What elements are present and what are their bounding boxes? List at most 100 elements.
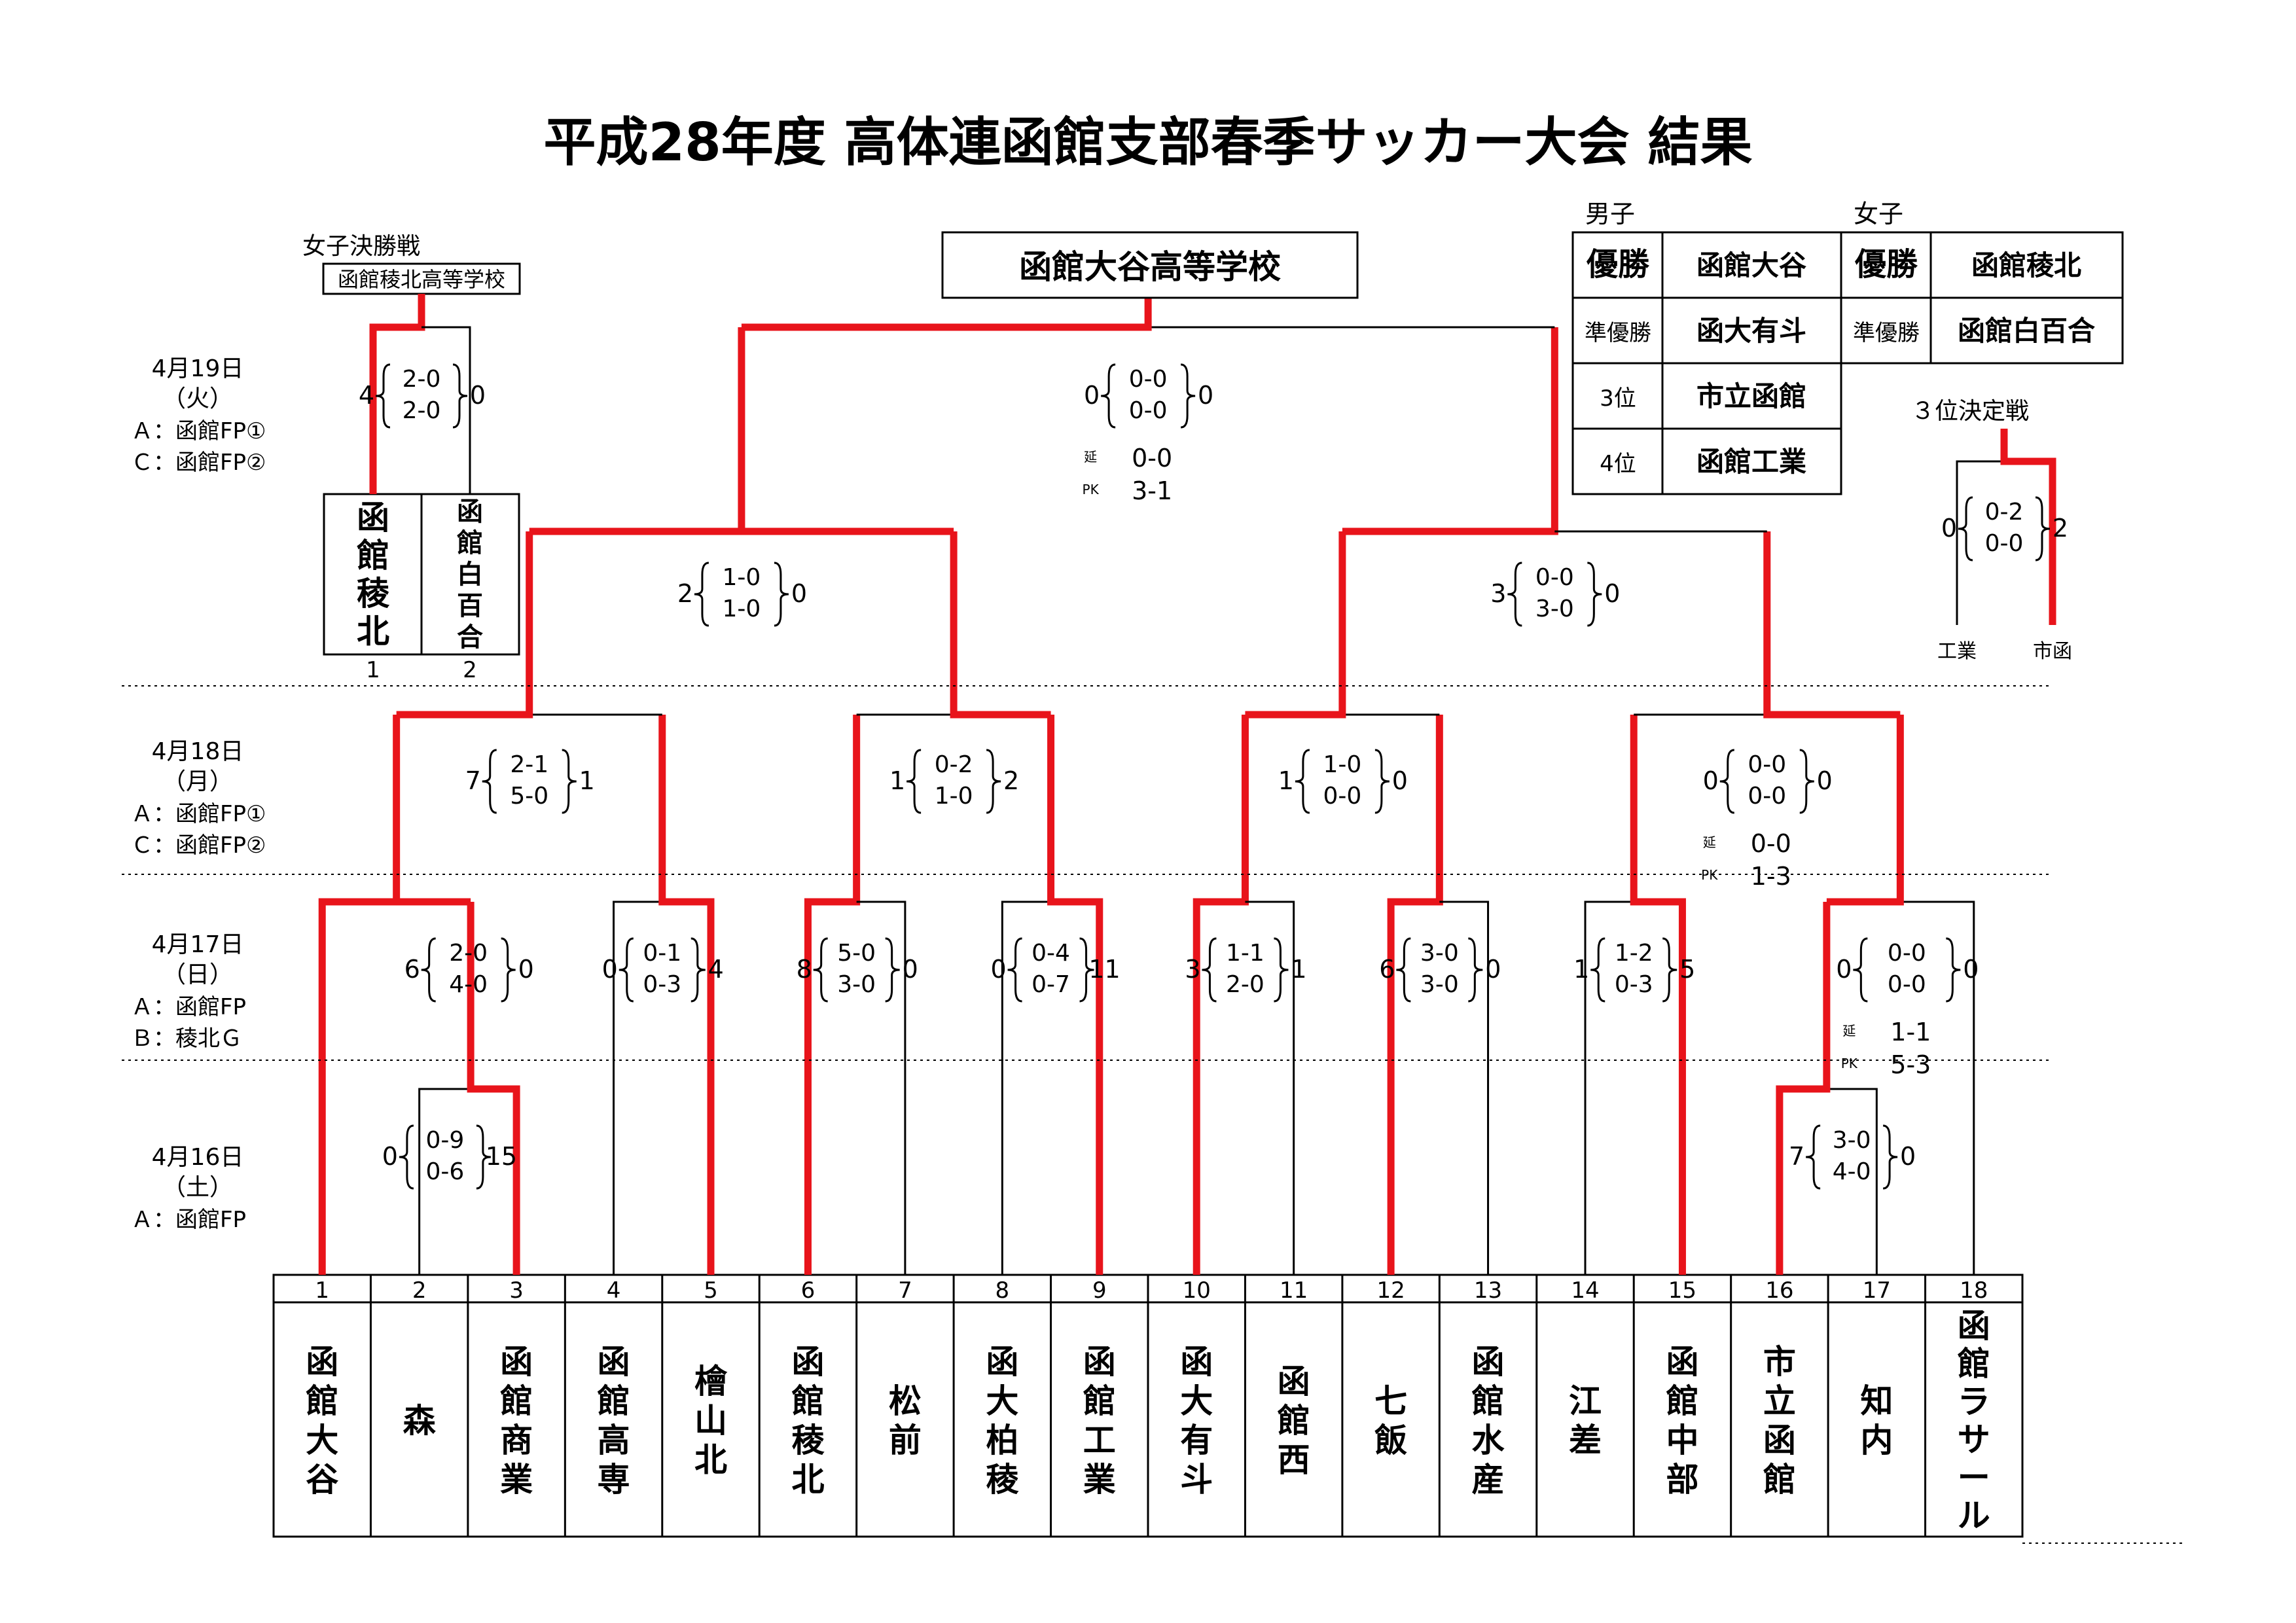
venue-label: Ａ：函館FP①: [131, 801, 266, 827]
match-qf-4-right-total: 0: [1817, 766, 1833, 795]
match-sf-1-left-brace: [694, 562, 709, 627]
match-r17-a-left-total: 6: [404, 955, 420, 984]
winner-line: [1387, 715, 1443, 1275]
match-r17-f-left-total: 6: [1379, 955, 1395, 984]
match-r16-16v17-left-total: 7: [1789, 1142, 1804, 1171]
match-final-half2: 0-0: [1129, 397, 1168, 424]
match-r17-h-pk: 5-3: [1890, 1050, 1931, 1079]
bracket-line: [856, 901, 906, 1275]
winner-line: [1047, 715, 1103, 1275]
match-r16-2v3-half1: 0-9: [425, 1127, 464, 1154]
winner-line: [1245, 531, 1346, 719]
match-sf-2-right-brace: [1587, 562, 1602, 627]
winner-line: [467, 902, 520, 1275]
champion-name: 函館大谷高等学校: [1019, 248, 1281, 286]
team-number: 10: [1183, 1277, 1211, 1304]
match-final-pk-label: PK: [1083, 482, 1100, 497]
girls-final-score-half2: 2-0: [403, 397, 441, 424]
winner-line: [1826, 715, 1904, 906]
team-number: 16: [1765, 1277, 1793, 1304]
match-qf-4-et-label: 延: [1703, 834, 1716, 850]
match-r17-d-left-brace: [1007, 937, 1022, 1003]
match-qf-4-left-total: 0: [1703, 766, 1719, 795]
weekday-label: （月）: [162, 768, 233, 795]
team-name-6: 函館稜北: [791, 1343, 825, 1499]
bracket-lines: [122, 231, 2186, 1544]
match-r17-h-right-brace: [1946, 937, 1961, 1003]
team-number: 7: [898, 1277, 912, 1304]
match-final-pk: 3-1: [1132, 476, 1172, 505]
champion-box: [941, 231, 1359, 299]
venue-label: Ｃ：函館FP②: [131, 450, 266, 476]
team-name-15: 函館中部: [1666, 1343, 1698, 1499]
team-number: 6: [801, 1277, 816, 1304]
weekday-label: （火）: [162, 385, 233, 412]
team-number: 18: [1960, 1277, 1988, 1304]
girls-team-2: 函館白百合: [457, 497, 483, 652]
match-r17-a-right-total: 0: [518, 955, 534, 984]
team-name-3: 函館商業: [500, 1343, 533, 1499]
match-sf-2-right-total: 0: [1604, 579, 1620, 608]
match-r17-h-et: 1-1: [1890, 1018, 1931, 1046]
team-name-12: 七飯: [1374, 1382, 1407, 1459]
match-r17-d-half1: 0-4: [1031, 940, 1070, 967]
girls-final-score-half1: 2-0: [403, 366, 441, 393]
girls-results-label: 女子: [1854, 200, 1903, 228]
match-r17-e-half1: 1-1: [1226, 940, 1265, 967]
match-r17-h-pk-label: PK: [1841, 1056, 1858, 1071]
match-r17-b-right-total: 4: [708, 955, 724, 984]
venue-label: Ｂ：稜北Ｇ: [131, 1026, 242, 1052]
team-number: 1: [315, 1277, 329, 1304]
bracket-line: [1826, 1088, 1878, 1275]
match-r17-a-half2: 4-0: [449, 971, 488, 998]
boys-rank: 4位: [1600, 451, 1636, 477]
match-qf-3-half2: 0-0: [1323, 783, 1361, 810]
match-r17-g-half2: 0-3: [1615, 971, 1653, 998]
third-place-score-right-total: 2: [2053, 514, 2068, 543]
match-qf-4-half1: 0-0: [1748, 751, 1786, 778]
match-qf-1-left-brace: [482, 749, 497, 814]
winner-line: [396, 531, 533, 719]
third-place-score-half1: 0-2: [1985, 499, 2024, 526]
match-r17-f-right-brace: [1468, 937, 1483, 1003]
team-number: 2: [412, 1277, 427, 1304]
match-r17-a-right-brace: [501, 937, 516, 1003]
team-name-8: 函大柏稜: [986, 1343, 1019, 1499]
match-r17-a-left-brace: [421, 937, 436, 1003]
match-r17-c-half2: 3-0: [837, 971, 876, 998]
match-qf-3-left-total: 1: [1278, 766, 1294, 795]
team-name-1: 函館大谷: [306, 1343, 338, 1499]
match-r17-h-half2: 0-0: [1888, 971, 1926, 998]
winner-line: [804, 715, 861, 1275]
third-place-left-team: 工業: [1937, 640, 1977, 663]
page-title: 平成28年度 高体連函館支部春季サッカー大会 結果: [543, 112, 1752, 173]
match-final-et: 0-0: [1132, 444, 1172, 473]
date-label: 4月19日: [152, 355, 244, 382]
team-number: 5: [704, 1277, 718, 1304]
winner-line: [1342, 327, 1558, 535]
team-name-17: 知内: [1860, 1382, 1893, 1459]
match-qf-3-right-brace: [1374, 749, 1390, 814]
team-name-18: 函館ラサール: [1958, 1307, 1990, 1535]
match-r17-e-half2: 2-0: [1226, 971, 1265, 998]
match-qf-1-half2: 5-0: [510, 783, 548, 810]
match-qf-4-et: 0-0: [1751, 829, 1791, 858]
girls-winner-name: 函館稜北高等学校: [338, 267, 505, 292]
girls-team-num-1: 1: [366, 657, 380, 683]
third-place-score-left-total: 0: [1941, 514, 1957, 543]
match-r17-b-half2: 0-3: [643, 971, 681, 998]
boys-team: 函館大谷: [1696, 249, 1806, 281]
match-final-left-brace: [1101, 363, 1116, 429]
winner-line: [1776, 902, 1831, 1275]
winner-line: [2000, 429, 2056, 625]
match-r17-c-right-brace: [885, 937, 900, 1003]
winner-line: [1763, 531, 1901, 719]
boys-team: 函館工業: [1696, 446, 1806, 478]
winner-line: [1193, 715, 1249, 1275]
match-r17-f-half1: 3-0: [1420, 940, 1459, 967]
match-r17-e-right-brace: [1274, 937, 1289, 1003]
match-r17-f-right-total: 0: [1485, 955, 1501, 984]
team-name-14: 江差: [1569, 1382, 1602, 1459]
match-sf-1-half1: 1-0: [723, 564, 761, 591]
